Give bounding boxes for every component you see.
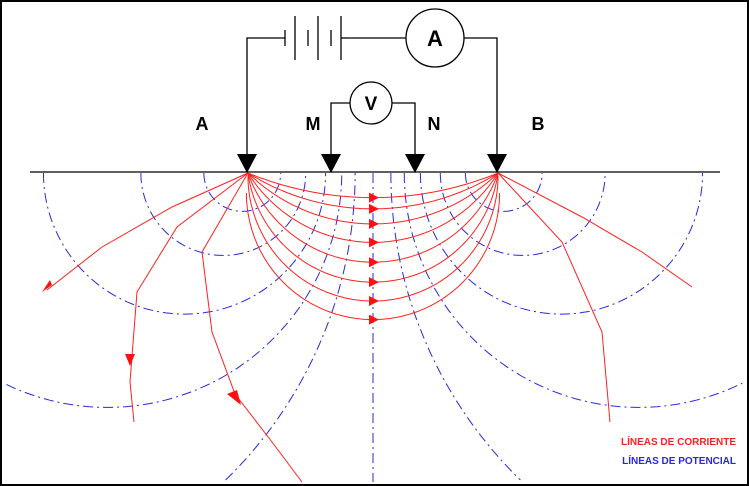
current-line-outer [497, 172, 611, 423]
electrode-a-arrow [237, 154, 257, 173]
current-arrow [125, 354, 135, 366]
potential-line [403, 173, 743, 408]
current-arrow [369, 277, 379, 288]
current-arrow [42, 280, 52, 292]
current-circuit [246, 37, 498, 157]
electrode-m-label: M [306, 114, 321, 134]
current-line-outer [201, 172, 303, 483]
potential-lines [6, 172, 743, 482]
legend-current-lines: LÍNEAS DE CORRIENTE [621, 435, 736, 448]
electrode-m-arrow [321, 154, 341, 173]
potential-line [419, 173, 703, 315]
potential-line [203, 173, 282, 212]
electrode-n-arrow [405, 154, 425, 173]
potential-line [439, 173, 606, 256]
current-arrow [369, 257, 379, 268]
voltage-circuit [330, 102, 416, 157]
ammeter-icon: A [405, 8, 465, 68]
current-arrow [369, 192, 379, 203]
current-lines [46, 172, 693, 483]
potential-line [225, 173, 356, 481]
potential-line [464, 173, 543, 212]
current-line-outer [497, 172, 693, 288]
current-arrow [369, 314, 379, 325]
electrode-b-arrow [487, 154, 507, 173]
ammeter-label: A [427, 26, 443, 51]
voltmeter-icon: V [349, 81, 393, 125]
electrode-a-label: A [196, 114, 209, 134]
electrode-n-label: N [428, 114, 441, 134]
potential-line [43, 173, 327, 315]
battery-icon [284, 16, 348, 60]
current-line-outer [129, 172, 249, 423]
current-arrow [369, 237, 379, 248]
electrodes [237, 154, 507, 173]
voltmeter-label: V [365, 94, 378, 115]
current-line-outer [46, 172, 249, 291]
current-arrow [227, 390, 241, 405]
electrode-b-label: B [532, 114, 545, 134]
current-arrow [369, 203, 379, 214]
potential-line [390, 173, 521, 481]
legend-potential-lines: LÍNEAS DE POTENCIAL [622, 454, 736, 467]
current-arrow [369, 218, 379, 229]
potential-line [140, 173, 307, 256]
current-arrow [369, 296, 379, 307]
current-arrows [42, 192, 379, 405]
